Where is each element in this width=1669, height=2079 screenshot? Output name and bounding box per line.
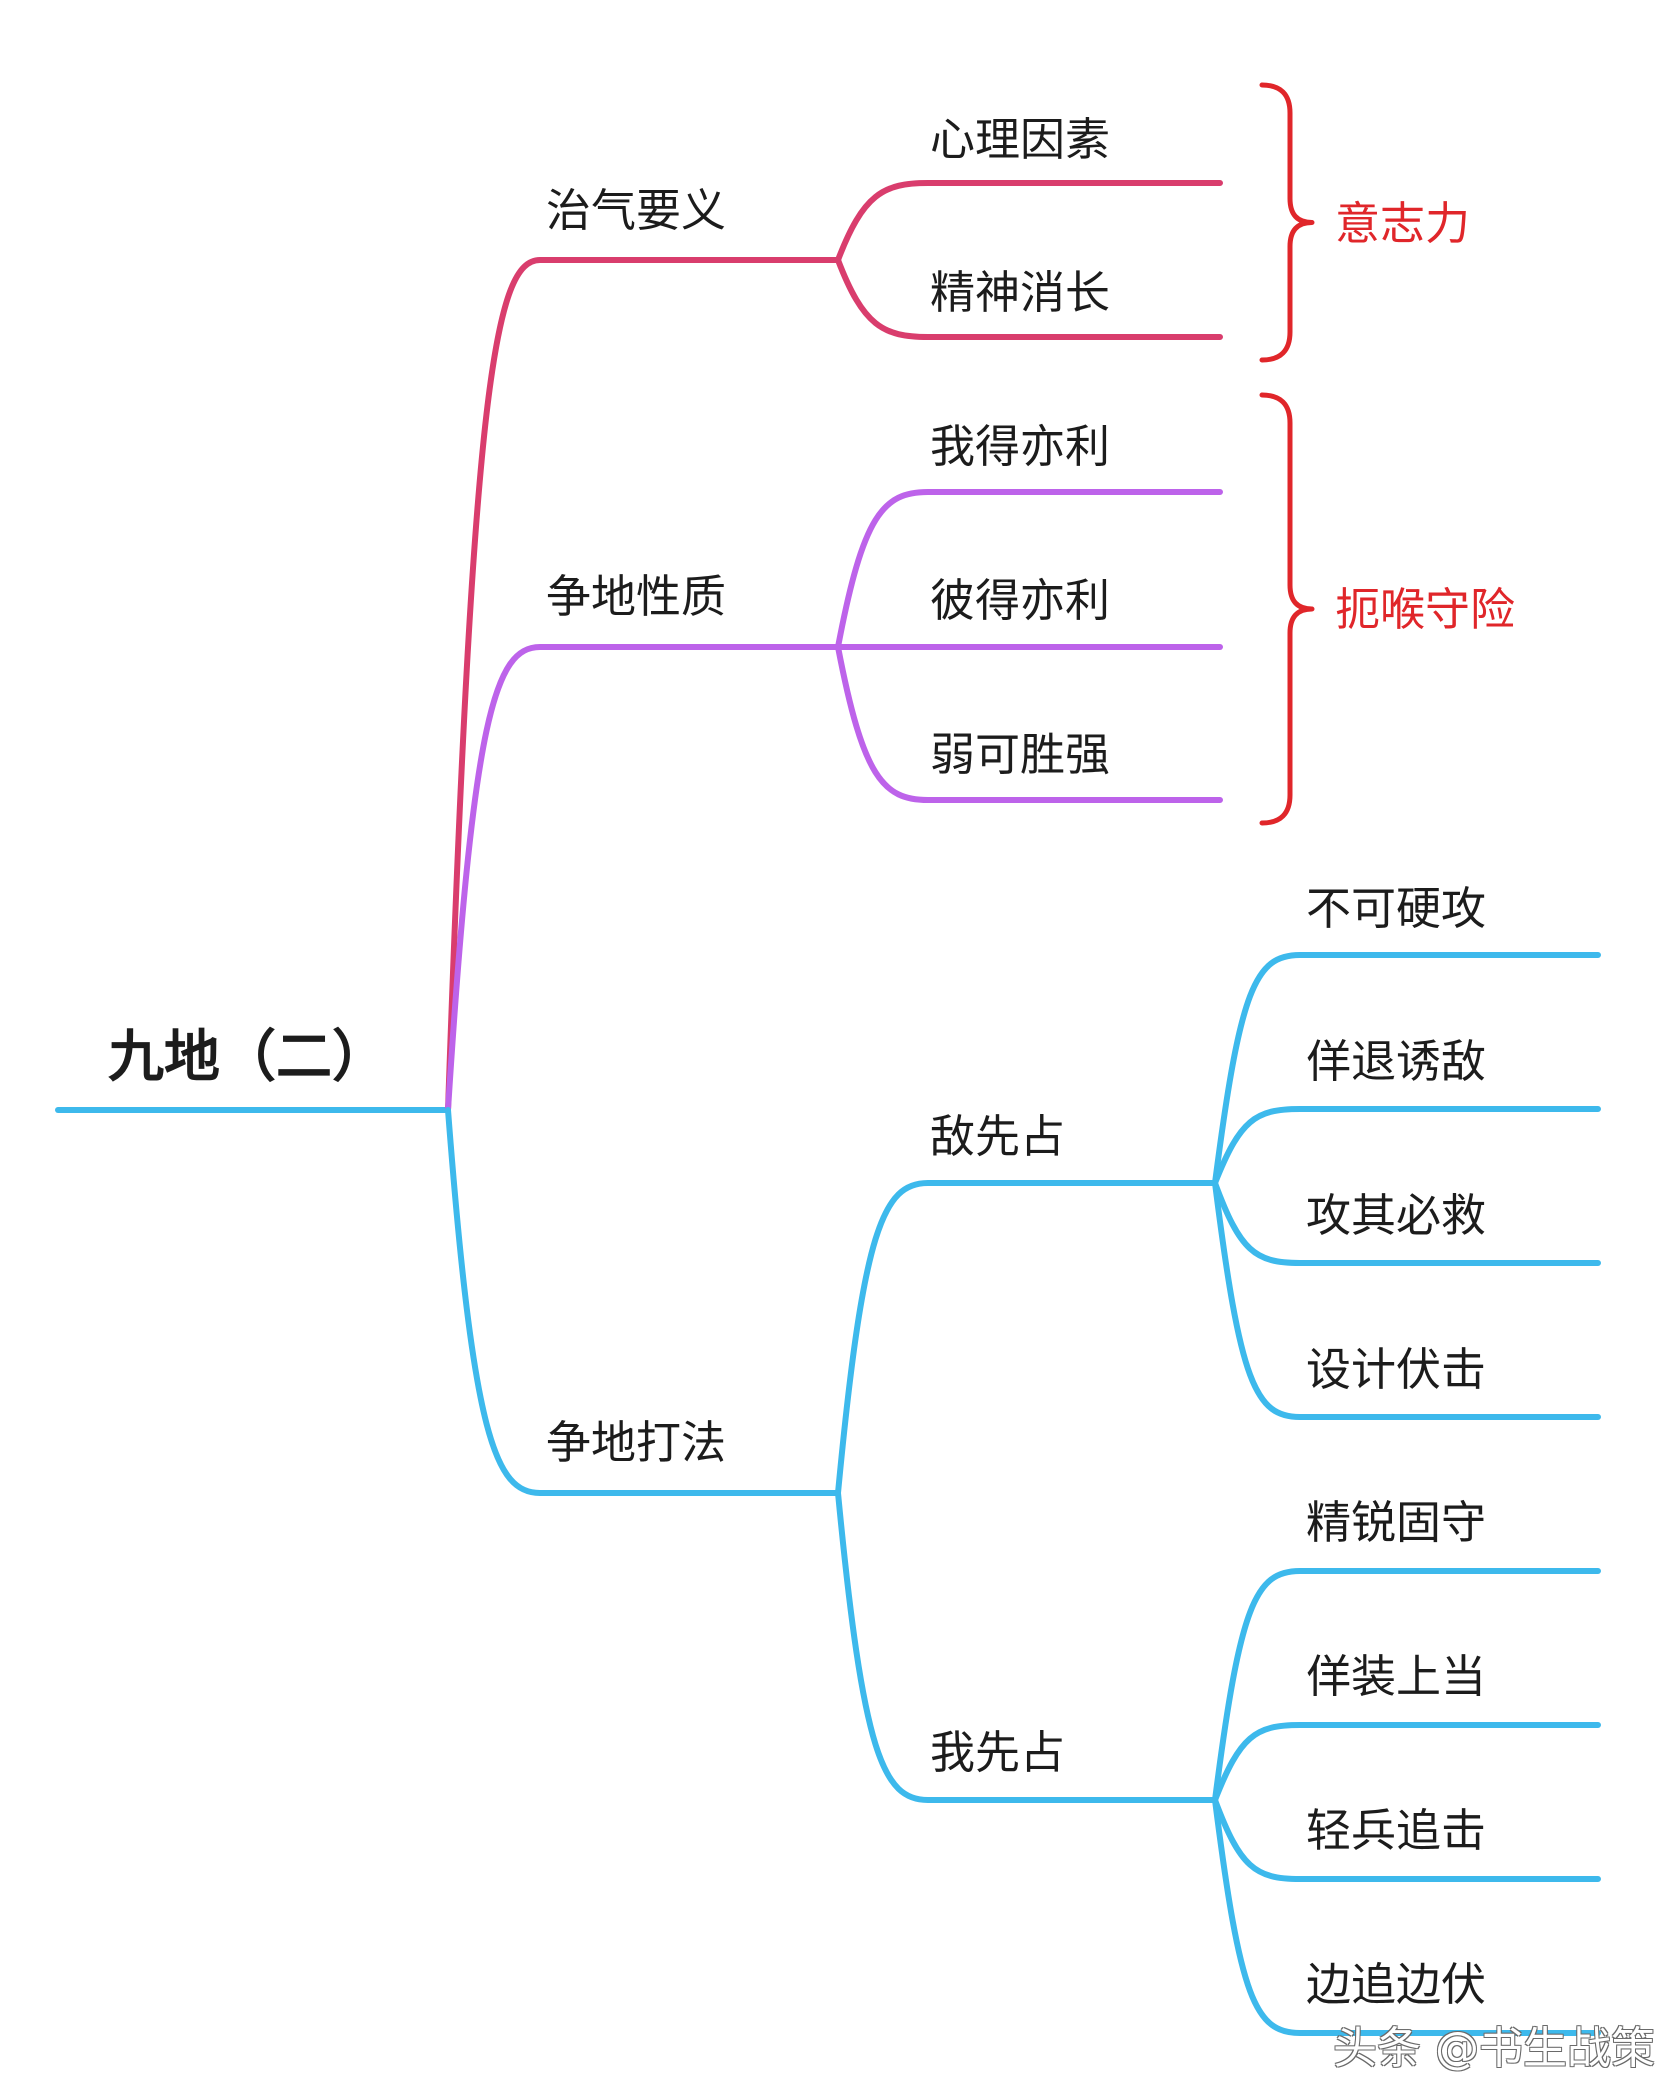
leaf-label-qingbing-zhuiji: 轻兵追击 [1306, 1804, 1487, 1857]
annotation-ehou-shouxian: 扼喉守险 [1335, 583, 1516, 636]
connector-sub-dixianzhan [835, 1180, 1218, 1496]
connector-dixianzhan-leaf-2 [1212, 1106, 1601, 1186]
bracket-yizhili [1259, 82, 1315, 363]
connector-woxianzhan-leaf-4 [1212, 1797, 1601, 2036]
branch-label-zhengdi-xingzhi: 争地性质 [546, 570, 727, 623]
bracket-ehou-shouxian [1259, 392, 1315, 826]
leaf-label-wode-yili: 我得亦利 [930, 420, 1111, 473]
leaf-label-buke-yinggong: 不可硬攻 [1306, 882, 1487, 935]
leaf-label-yangtui-youdi: 佯退诱敌 [1306, 1035, 1487, 1088]
connector-leaf-wode-yili [835, 489, 1223, 650]
sub-branch-label-woxianzhan: 我先占 [930, 1726, 1066, 1779]
connector-woxianzhan-leaf-2 [1212, 1722, 1601, 1803]
connector-dixianzhan-leaf-3 [1212, 1180, 1601, 1266]
leaf-label-bianzhui-bianfu: 边追边伏 [1306, 1958, 1487, 2011]
connector-leaf-jingshen-xiaozhang [835, 257, 1223, 340]
leaf-label-xinli-yinsu: 心理因素 [930, 113, 1111, 166]
annotation-yizhili: 意志力 [1335, 197, 1471, 250]
connector-dixianzhan-leaf-4 [1212, 1180, 1601, 1420]
root-node-label: 九地（二） [108, 1025, 388, 1090]
connector-woxianzhan-leaf-3 [1212, 1797, 1601, 1882]
watermark: 头条 @书生战策 [1333, 2023, 1655, 2074]
leaf-label-gongqi-bijiu: 攻其必救 [1306, 1189, 1487, 1242]
connector-woxianzhan-leaf-1 [1212, 1568, 1601, 1803]
leaf-label-jingrui-gushou: 精锐固守 [1306, 1496, 1487, 1549]
leaf-label-bide-yili: 彼得亦利 [930, 574, 1111, 627]
connector-branch-1 [445, 257, 841, 1113]
leaf-label-yangzhuang-shangdang: 佯装上当 [1306, 1650, 1487, 1703]
leaf-label-jingshen-xiaozhang: 精神消长 [930, 266, 1111, 319]
connector-dixianzhan-leaf-1 [1212, 952, 1601, 1186]
connector-branch-2 [445, 644, 841, 1113]
connector-sub-woxianzhan [835, 1490, 1218, 1803]
sub-branch-label-dixianzhan: 敌先占 [930, 1110, 1066, 1163]
leaf-label-ruoke-shengqiang: 弱可胜强 [930, 728, 1111, 781]
branch-label-zhengdi-dafa: 争地打法 [546, 1416, 727, 1469]
leaf-label-sheji-fuji: 设计伏击 [1306, 1343, 1487, 1396]
connector-leaf-ruoke-shengqiang [835, 644, 1223, 803]
connector-branch-3 [445, 1107, 841, 1496]
branch-label-zhiqi-yaoyi: 治气要义 [546, 184, 727, 237]
connector-leaf-xinli-yinsu [835, 180, 1223, 263]
